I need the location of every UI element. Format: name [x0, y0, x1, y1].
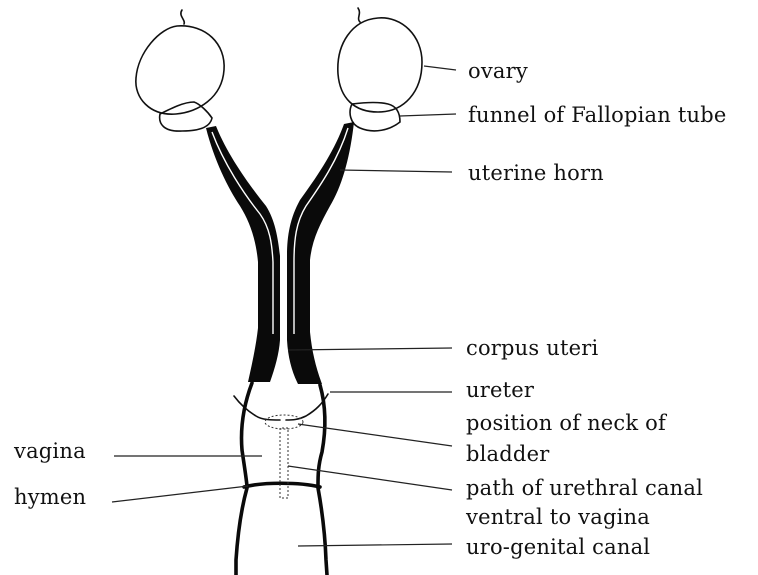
leader-ovary: [424, 66, 456, 70]
vagina-left-wall: [241, 383, 252, 486]
label-vagina: vagina: [14, 440, 86, 462]
uro-genital-canal-left-wall: [236, 488, 247, 575]
urethral-canal: [280, 428, 288, 498]
label-ureter: ureter: [466, 379, 534, 401]
leader-uro-genital-canal: [298, 544, 452, 546]
uro-genital-canal-right-wall: [318, 488, 327, 575]
label-urethral-canal-line-2: ventral to vagina: [466, 506, 650, 528]
label-uro-genital-canal: uro-genital canal: [466, 536, 650, 558]
label-neck-of-bladder-line-1: position of neck of: [466, 412, 666, 434]
label-neck-of-bladder-line-2: bladder: [466, 443, 549, 465]
label-urethral-canal-line-1: path of urethral canal: [466, 477, 703, 499]
left-funnel-of-fallopian-tube: [160, 102, 212, 131]
label-corpus-uteri: corpus uteri: [466, 337, 598, 359]
leader-hymen: [112, 486, 248, 502]
leader-neck-of-bladder: [298, 424, 452, 446]
leader-corpus-uteri: [288, 348, 452, 350]
label-ovary: ovary: [468, 60, 528, 82]
uterine-horn-and-corpus-uteri: [206, 122, 354, 384]
bladder-neck: [265, 415, 303, 429]
label-funnel-of-fallopian-tube: funnel of Fallopian tube: [468, 104, 727, 126]
right-ovary: [338, 8, 422, 112]
leader-funnel: [400, 114, 456, 116]
hymen-band: [244, 483, 320, 487]
label-hymen: hymen: [14, 486, 86, 508]
leader-uterine-horn: [340, 170, 452, 172]
label-uterine-horn: uterine horn: [468, 162, 604, 184]
left-ovary: [136, 10, 224, 114]
